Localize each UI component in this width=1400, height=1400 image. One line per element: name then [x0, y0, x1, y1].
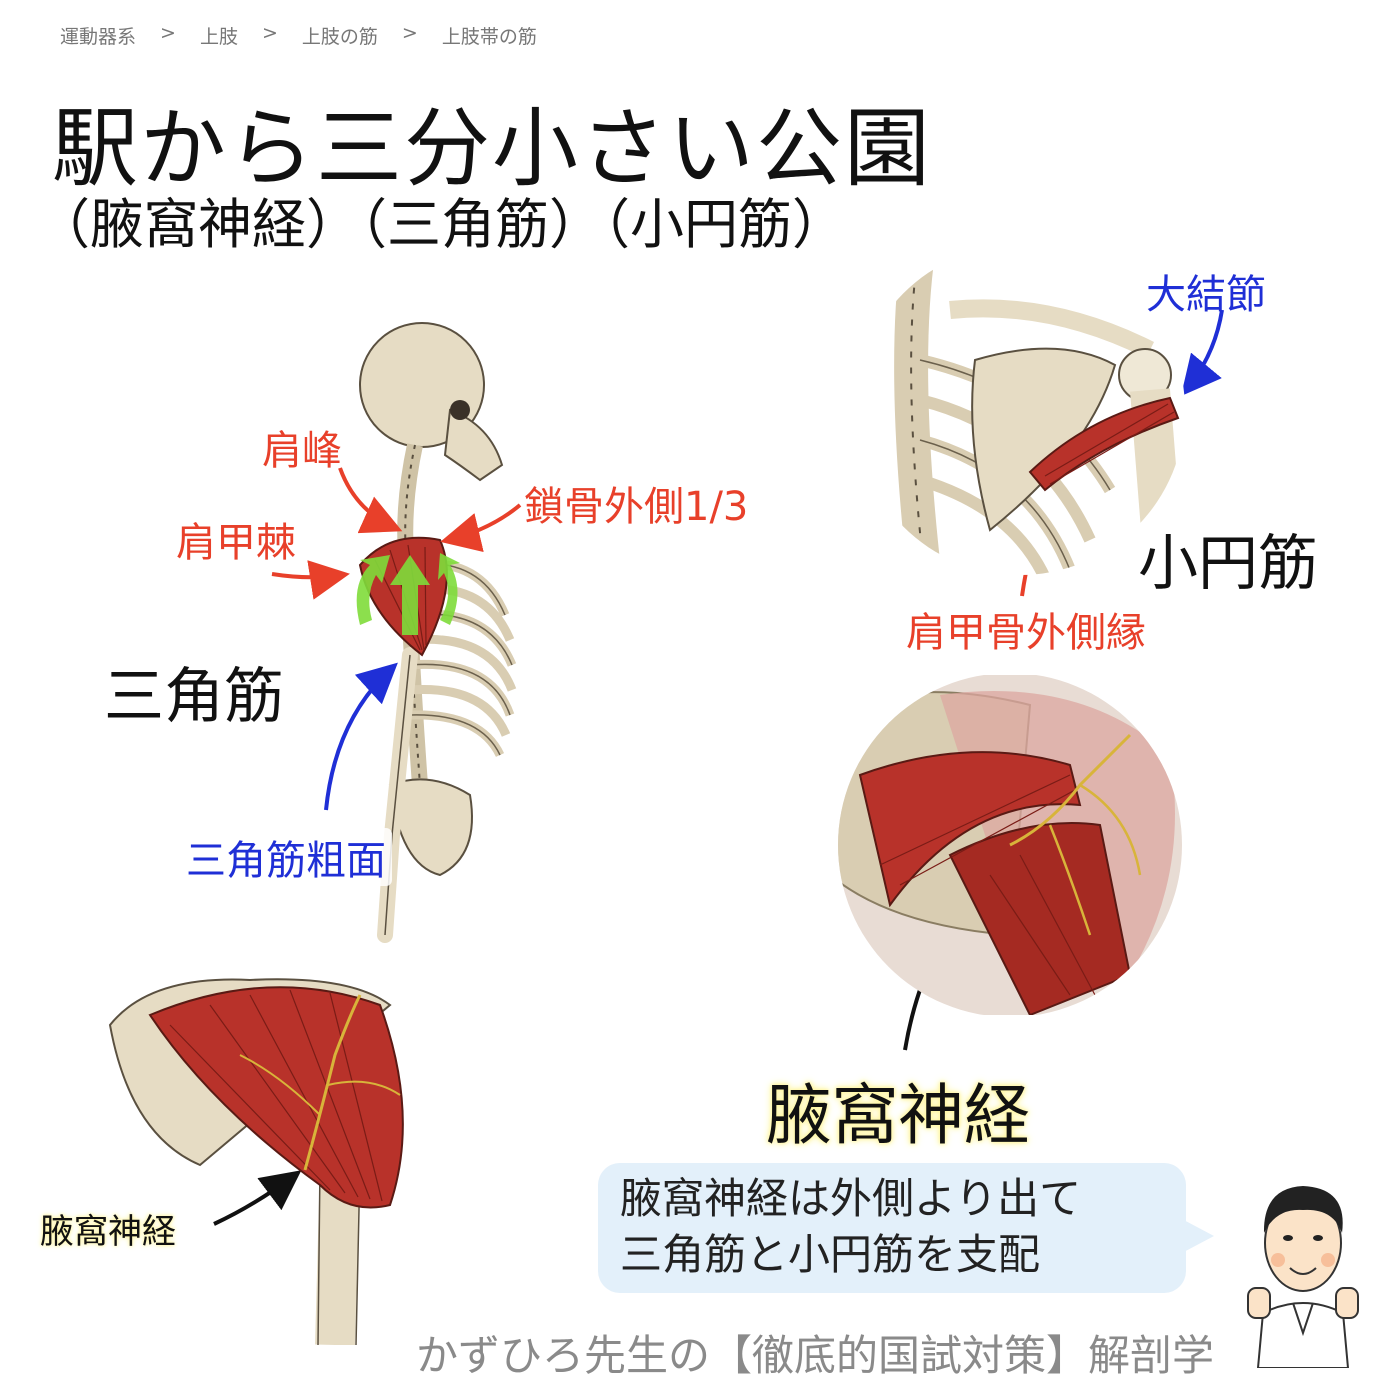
- label-axillary-nerve: 腋窩神経: [766, 1077, 1030, 1154]
- label-greater-tubercle: 大結節: [1146, 272, 1266, 318]
- breadcrumb-separator: >: [401, 22, 418, 44]
- skeleton-illustration: [356, 322, 517, 943]
- breadcrumb-item-upper-limb[interactable]: 上肢: [199, 26, 238, 48]
- breadcrumb-item-shoulder-girdle-muscles[interactable]: 上肢帯の筋: [441, 26, 537, 48]
- bubble-line-2: 三角筋と小円筋を支配: [620, 1230, 1041, 1279]
- label-deltoid-tuberosity: 三角筋粗面: [180, 828, 392, 886]
- page-title: 駅から三分小さい公園: [52, 99, 932, 199]
- breadcrumb-item-upper-limb-muscles[interactable]: 上肢の筋: [301, 26, 378, 48]
- footer-credit: かずひろ先生の【徹底的国試対策】解剖学: [416, 1331, 1215, 1380]
- breadcrumb-separator: >: [160, 22, 176, 44]
- label-axillary-nerve-closeup: 腋窩神経: [40, 1212, 176, 1252]
- axillary-nerve-illustration: [838, 675, 1182, 1015]
- breadcrumb: 運動器系 > 上肢 > 上肢の筋 > 上肢帯の筋: [60, 22, 537, 49]
- speech-bubble: 腋窩神経は外側より出て 三角筋と小円筋を支配: [598, 1163, 1186, 1293]
- speech-bubble-tail: [1180, 1218, 1214, 1254]
- label-deltoid: 三角筋: [104, 662, 284, 732]
- label-scapular-spine: 肩甲棘: [176, 520, 296, 566]
- bubble-line-1: 腋窩神経は外側より出て: [620, 1174, 1082, 1223]
- label-acromion: 肩峰: [262, 428, 342, 474]
- breadcrumb-item-musculoskeletal[interactable]: 運動器系: [60, 26, 137, 48]
- deltoid-closeup-illustration: [108, 978, 404, 1345]
- arrow-greater-tubercle: [1180, 309, 1224, 397]
- teres-minor-illustration: [855, 245, 1185, 575]
- breadcrumb-separator: >: [261, 22, 278, 44]
- label-lateral-clavicle: 鎖骨外側1/3: [524, 484, 749, 530]
- page-subtitle: （腋窩神経）（三角筋）（小円筋）: [36, 193, 846, 256]
- teacher-avatar: [1247, 1186, 1359, 1368]
- label-lateral-border-scapula: 肩甲骨外側縁: [906, 610, 1146, 656]
- label-teres-minor: 小円筋: [1138, 529, 1318, 599]
